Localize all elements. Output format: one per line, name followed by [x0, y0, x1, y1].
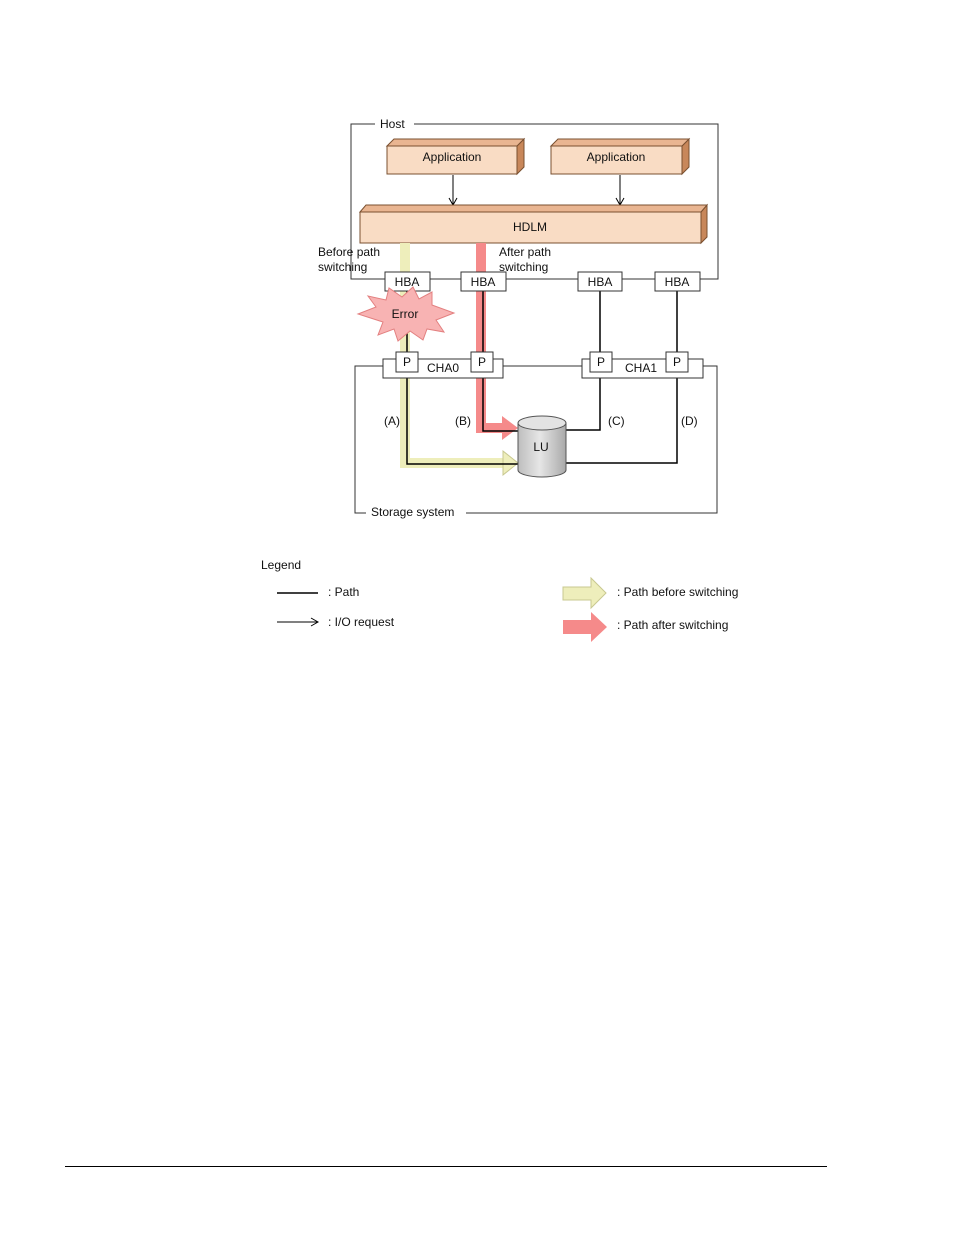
after-path-label-line2: switching	[499, 260, 548, 274]
cha0-port-1-label: P	[403, 355, 411, 369]
legend-path-after-arrow-icon	[563, 612, 607, 642]
application-label-1: Application	[423, 150, 482, 164]
path-after-switching-arrowhead	[502, 416, 518, 440]
cha1-label: CHA1	[625, 361, 657, 375]
path-label-a: (A)	[384, 414, 400, 428]
error-label: Error	[392, 307, 419, 321]
hba-label-2: HBA	[471, 275, 496, 289]
legend-io-request-label: : I/O request	[328, 615, 395, 629]
hba-label-3: HBA	[588, 275, 613, 289]
hba-label-4: HBA	[665, 275, 690, 289]
before-path-label-line2: switching	[318, 260, 367, 274]
cha0-label: CHA0	[427, 361, 459, 375]
storage-system-label: Storage system	[371, 505, 454, 519]
cha1-port-2-label: P	[673, 355, 681, 369]
path-label-d: (D)	[681, 414, 698, 428]
lu-label: LU	[533, 440, 548, 454]
legend-title: Legend	[261, 558, 301, 572]
hba-label-1: HBA	[395, 275, 420, 289]
after-path-label-line1: After path	[499, 245, 551, 259]
legend-path-label: : Path	[328, 585, 359, 599]
cha1-port-1-label: P	[597, 355, 605, 369]
host-label: Host	[380, 117, 405, 131]
application-label-2: Application	[587, 150, 646, 164]
legend-path-before-label: : Path before switching	[617, 585, 738, 599]
path-before-switching-arrowhead	[503, 451, 518, 475]
legend-path-after-label: : Path after switching	[617, 618, 728, 632]
cha0-port-2-label: P	[478, 355, 486, 369]
legend-path-before-arrow-icon	[563, 578, 606, 608]
path-label-c: (C)	[608, 414, 625, 428]
hdlm-label: HDLM	[513, 220, 547, 234]
path-label-b: (B)	[455, 414, 471, 428]
before-path-label-line1: Before path	[318, 245, 380, 259]
footer-rule	[65, 1166, 827, 1167]
